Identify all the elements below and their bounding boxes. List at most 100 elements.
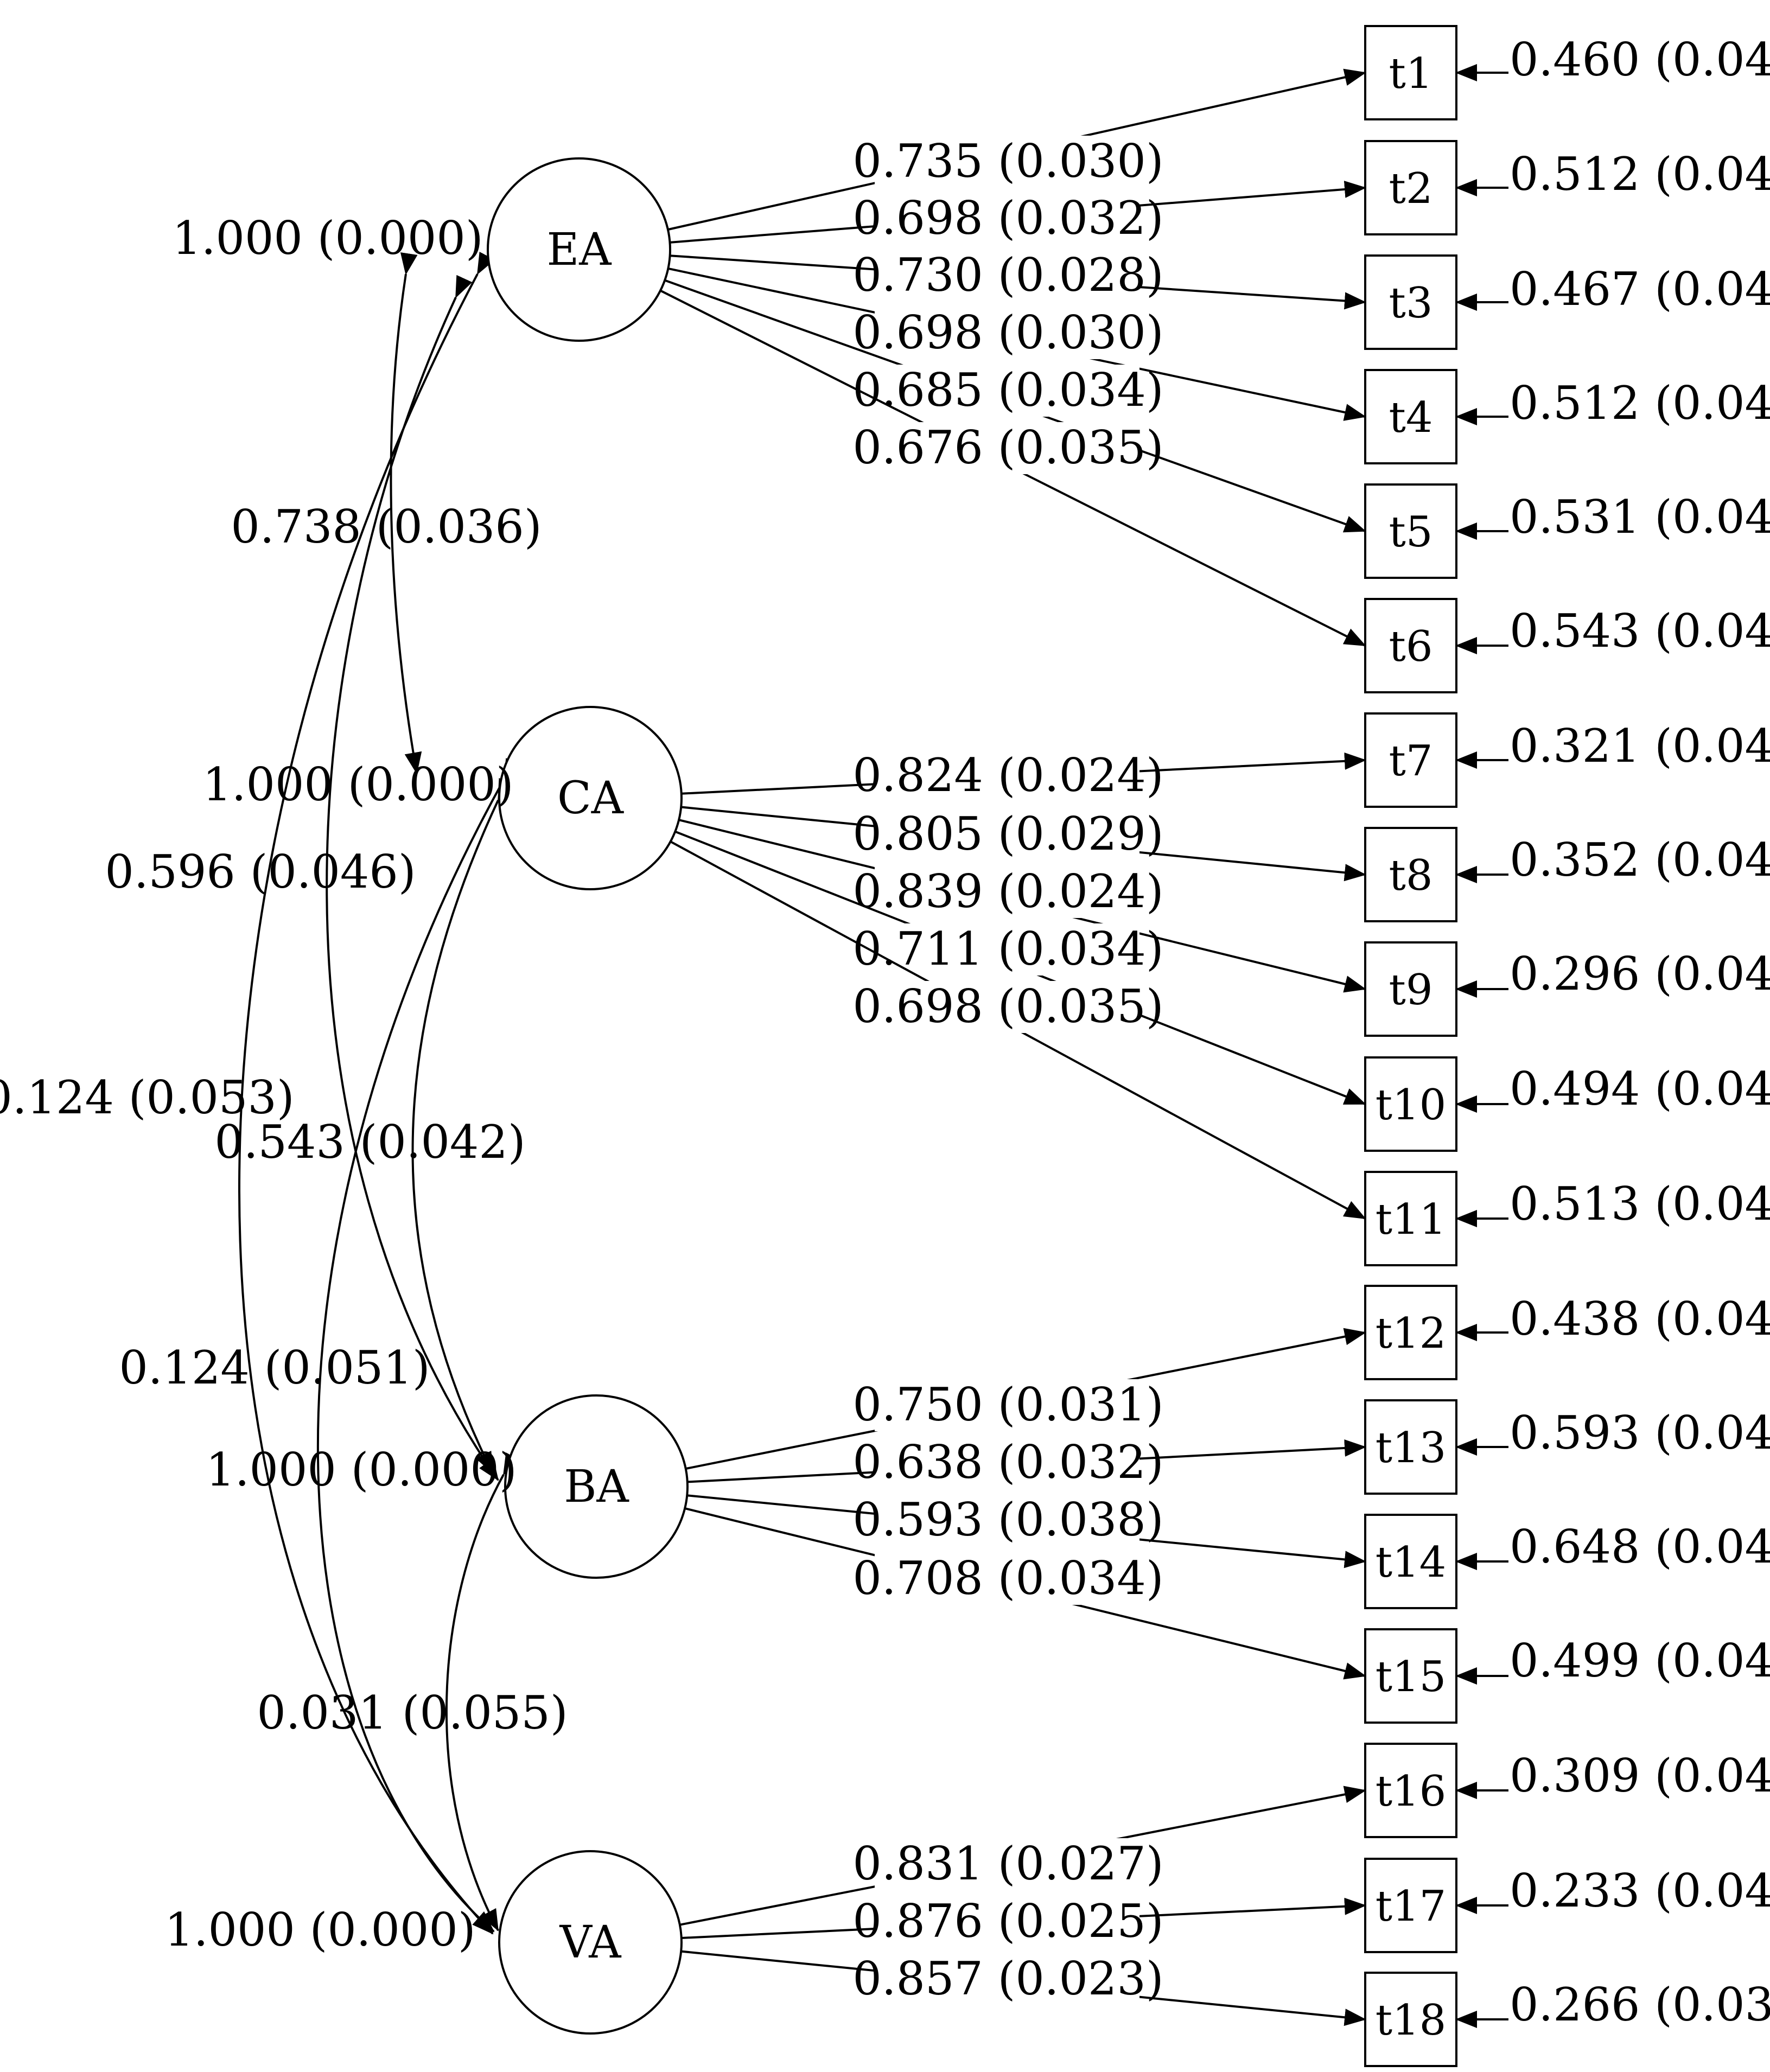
indicator-t12-label: t12 xyxy=(1376,1309,1447,1358)
loading-t11-label: 0.698 (0.035) xyxy=(852,980,1163,1033)
loading-label-bg xyxy=(875,1953,1139,2005)
latent-ca xyxy=(498,706,683,890)
residual-t1-label: 0.460 (0.044) xyxy=(1510,33,1770,86)
loading-label-bg xyxy=(875,1379,1139,1431)
loading-label-bg xyxy=(875,193,1139,245)
indicator-t13 xyxy=(1364,1399,1457,1495)
residual-t10-label: 0.494 (0.049) xyxy=(1510,1062,1770,1115)
loading-t1-label: 0.735 (0.030) xyxy=(852,135,1163,188)
residual-t2-label: 0.512 (0.044) xyxy=(1510,148,1770,201)
loading-label-bg xyxy=(875,1494,1139,1546)
loading-t4-label: 0.698 (0.030) xyxy=(852,306,1163,359)
loading-t17-label: 0.876 (0.025) xyxy=(852,1895,1163,1948)
loading-label-bg xyxy=(875,1896,1139,1948)
loading-label-bg xyxy=(875,866,1139,918)
loading-label-bg xyxy=(875,808,1139,860)
indicator-t8 xyxy=(1364,827,1457,922)
residual-t17-label: 0.233 (0.043) xyxy=(1510,1864,1770,1917)
loading-t14-label: 0.593 (0.038) xyxy=(852,1493,1163,1546)
loading-t7-label: 0.824 (0.024) xyxy=(852,749,1163,802)
loading-t10-label: 0.711 (0.034) xyxy=(852,922,1163,976)
loading-t3-label: 0.730 (0.028) xyxy=(852,248,1163,302)
residual-t13-label: 0.593 (0.041) xyxy=(1510,1406,1770,1459)
indicator-t12 xyxy=(1364,1285,1457,1380)
covariance-ea-va-label: 0.124 (0.053) xyxy=(0,1071,295,1124)
loading-t16-label: 0.831 (0.027) xyxy=(852,1837,1163,1890)
residual-t14-label: 0.648 (0.045) xyxy=(1510,1520,1770,1573)
residual-t3-label: 0.467 (0.041) xyxy=(1510,263,1770,316)
latent-ea-label: EA xyxy=(546,224,612,276)
loading-t18-label: 0.857 (0.023) xyxy=(852,1952,1163,2005)
loading-label-bg xyxy=(875,365,1139,417)
indicator-t3 xyxy=(1364,254,1457,350)
latent-ba-variance: 1.000 (0.000) xyxy=(206,1443,517,1496)
residual-t7-label: 0.321 (0.040) xyxy=(1510,719,1770,773)
indicator-t2-label: t2 xyxy=(1389,164,1433,213)
indicator-t8-label: t8 xyxy=(1389,851,1433,900)
covariance-ba-va xyxy=(445,1452,521,1931)
covariance-ea-ca xyxy=(390,252,422,774)
indicator-t7-label: t7 xyxy=(1389,737,1433,786)
covariance-ea-ba-label: 0.596 (0.046) xyxy=(105,845,416,898)
latent-ba-label: BA xyxy=(564,1461,629,1513)
residual-t18-label: 0.266 (0.039) xyxy=(1510,1978,1770,2031)
covariance-ba-va-label: 0.031 (0.055) xyxy=(257,1686,568,1739)
covariance-ca-va-label: 0.124 (0.051) xyxy=(119,1341,430,1394)
covariance-ea-ba xyxy=(326,275,499,1481)
indicator-t11-label: t11 xyxy=(1376,1195,1447,1244)
indicator-t16-label: t16 xyxy=(1376,1767,1447,1816)
loading-t15-label: 0.708 (0.034) xyxy=(852,1552,1163,1605)
loading-label-bg xyxy=(875,307,1139,359)
indicator-t4-label: t4 xyxy=(1389,393,1433,442)
indicator-t15-label: t15 xyxy=(1376,1653,1447,1701)
indicator-t17 xyxy=(1364,1858,1457,1953)
loading-t9-label: 0.839 (0.024) xyxy=(852,865,1163,918)
indicator-t14-label: t14 xyxy=(1376,1538,1447,1587)
indicator-t7 xyxy=(1364,712,1457,808)
latent-va xyxy=(498,1850,683,2035)
covariance-ea-va xyxy=(238,251,495,1935)
indicator-t14 xyxy=(1364,1514,1457,1609)
loading-t13-label: 0.638 (0.032) xyxy=(852,1436,1163,1489)
latent-ca-label: CA xyxy=(557,773,625,824)
loading-label-bg xyxy=(875,422,1139,474)
indicator-t5-label: t5 xyxy=(1389,508,1433,557)
indicator-t6-label: t6 xyxy=(1389,622,1433,671)
loading-label-bg xyxy=(875,923,1139,976)
residual-t8-label: 0.352 (0.047) xyxy=(1510,833,1770,887)
residual-t11-label: 0.513 (0.049) xyxy=(1510,1177,1770,1231)
residual-t5-label: 0.531 (0.046) xyxy=(1510,490,1770,544)
indicator-t18 xyxy=(1364,1972,1457,2067)
covariance-ea-ca-label: 0.738 (0.036) xyxy=(231,500,542,553)
latent-ca-variance: 1.000 (0.000) xyxy=(202,758,513,811)
indicator-t10 xyxy=(1364,1056,1457,1152)
loading-t8-label: 0.805 (0.029) xyxy=(852,807,1163,860)
loading-label-bg xyxy=(875,750,1139,802)
indicator-t4 xyxy=(1364,369,1457,464)
residual-t4-label: 0.512 (0.042) xyxy=(1510,377,1770,430)
indicator-t13-label: t13 xyxy=(1376,1424,1447,1472)
indicator-t16 xyxy=(1364,1743,1457,1838)
residual-t12-label: 0.438 (0.047) xyxy=(1510,1292,1770,1346)
loading-t12-label: 0.750 (0.031) xyxy=(852,1378,1163,1431)
covariance-ca-va xyxy=(317,758,521,1933)
loading-t2-label: 0.698 (0.032) xyxy=(852,192,1163,245)
loading-t5-label: 0.685 (0.034) xyxy=(852,364,1163,417)
covariance-ca-ba-label: 0.543 (0.042) xyxy=(214,1115,525,1169)
indicator-t5 xyxy=(1364,483,1457,579)
indicator-t11 xyxy=(1364,1171,1457,1266)
indicator-t15 xyxy=(1364,1628,1457,1724)
loading-t6-label: 0.676 (0.035) xyxy=(852,421,1163,474)
residual-t15-label: 0.499 (0.048) xyxy=(1510,1634,1770,1687)
loading-label-bg xyxy=(875,250,1139,302)
indicator-t9-label: t9 xyxy=(1389,966,1433,1015)
loading-label-bg xyxy=(875,981,1139,1033)
indicator-t9 xyxy=(1364,941,1457,1037)
residual-t6-label: 0.543 (0.047) xyxy=(1510,604,1770,658)
loading-label-bg xyxy=(875,1437,1139,1489)
covariance-ca-ba xyxy=(411,777,515,1474)
loading-label-bg xyxy=(875,1553,1139,1605)
residual-t9-label: 0.296 (0.041) xyxy=(1510,947,1770,1000)
latent-va-label: VA xyxy=(559,1917,622,1968)
